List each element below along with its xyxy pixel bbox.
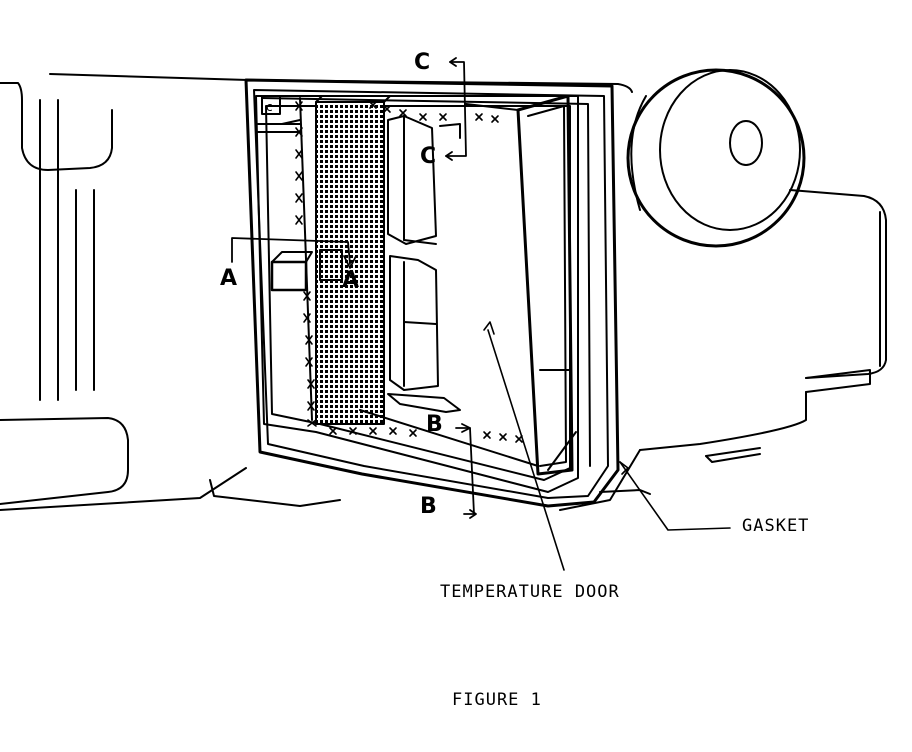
air-ducts [359,115,539,467]
blower-motor [626,68,806,248]
section-label-a: A [220,266,238,291]
gasket-label: GASKET [742,516,810,536]
temperature-door-label: TEMPERATURE DOOR [440,582,620,602]
inner-opening [255,95,579,493]
section-label-c-lower: C [420,144,437,169]
temperature-door [465,94,577,476]
section-line-c [445,57,467,161]
svg-text:c: c [266,100,273,114]
small-parts: c [261,95,343,292]
gasket-frame [244,78,620,508]
section-label-b: B [426,412,443,437]
leader-lines [483,321,731,571]
section-line-b [455,423,477,519]
section-line-a [231,237,357,269]
sealing-bead-marks [295,101,523,443]
section-label-c: C [414,50,431,75]
left-housing [0,73,341,511]
section-label-b-lower: B [420,494,437,519]
right-housing [247,79,887,511]
section-label-a-lower: A [342,268,360,293]
figure-caption: FIGURE 1 [452,690,542,710]
